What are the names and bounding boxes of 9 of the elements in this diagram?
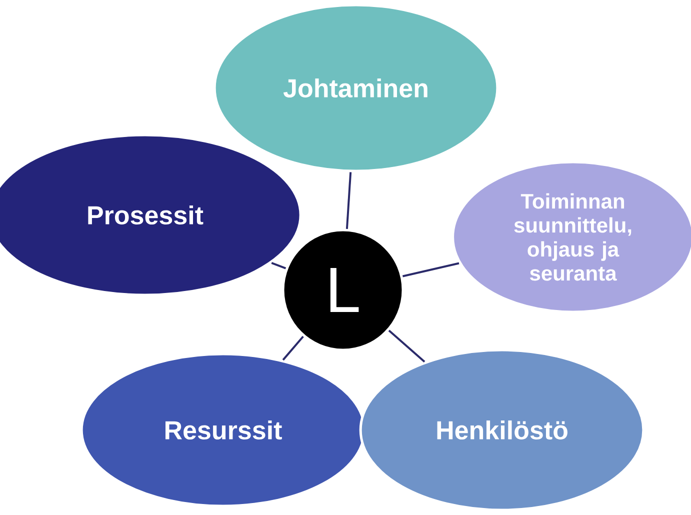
connector-line xyxy=(346,172,352,229)
ellipse-node: Henkilöstö xyxy=(359,348,645,512)
connector-line xyxy=(388,330,426,363)
connector-line xyxy=(271,262,286,270)
connector-line xyxy=(282,336,304,361)
ellipse-node: Johtaminen xyxy=(213,4,499,172)
ellipse-node: Resurssit xyxy=(80,352,366,508)
connector-line xyxy=(402,262,460,278)
ellipse-node: Toiminnan suunnittelu, ohjaus ja seuranta xyxy=(452,160,691,314)
